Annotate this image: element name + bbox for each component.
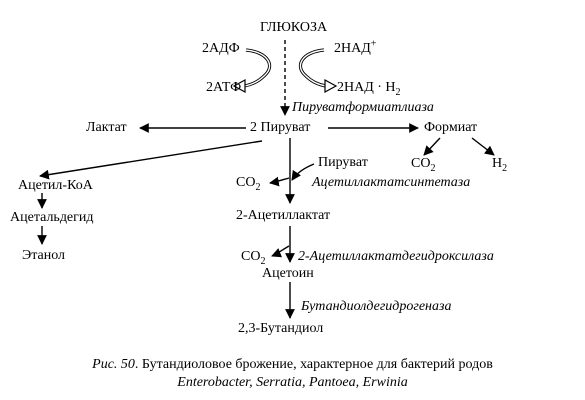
node-formate: Формиат bbox=[424, 120, 478, 135]
arrow-side-pyruvate-join bbox=[291, 163, 315, 181]
arrow-formate-to-h2 bbox=[471, 137, 495, 156]
arrow-pyruvate-to-acetyl-coa bbox=[39, 140, 263, 180]
arrow-nad-to-nadh bbox=[299, 48, 327, 88]
figure-title: . Бутандиоловое брожение, характерное дл… bbox=[134, 357, 493, 372]
node-butanediol: 2,3-Бутандиол bbox=[238, 321, 324, 336]
node-acetaldehyde: Ацетальдегид bbox=[10, 210, 94, 225]
node-nad-plus: 2НАД+ bbox=[334, 38, 377, 56]
node-ethanol: Этанол bbox=[22, 248, 66, 263]
node-glucose: ГЛЮКОЗА bbox=[260, 20, 328, 35]
arrow-adp-to-atp bbox=[243, 48, 271, 88]
figure-caption: Рис. 50. Бутандиоловое брожение, характе… bbox=[0, 356, 585, 374]
node-co2-acetoin: CO2 bbox=[241, 249, 266, 267]
node-co2-acetolactate: CO2 bbox=[236, 175, 261, 193]
node-acetyl-coa: Ацетил-КоА bbox=[18, 178, 93, 193]
node-nadh: 2НАД · Н2 bbox=[337, 80, 401, 98]
node-adp: 2АДФ bbox=[202, 41, 240, 56]
figure-genera: Enterobacter, Serratia, Pantoea, Erwinia bbox=[177, 375, 408, 390]
arrow-formate-to-co2 bbox=[423, 137, 441, 156]
node-acetolactate: 2-Ацетиллактат bbox=[236, 208, 331, 223]
figure-label: Рис. 50 bbox=[92, 357, 135, 372]
node-co2-formate: CO2 bbox=[411, 156, 436, 174]
arrow-co2-release-2 bbox=[271, 245, 290, 258]
enzyme-acetolactate-decarboxylase: 2-Ацетиллактатдегидроксилаза bbox=[298, 249, 494, 264]
node-atp: 2АТФ bbox=[206, 80, 242, 95]
node-lactate: Лактат bbox=[86, 120, 127, 135]
arrow-co2-release-1 bbox=[269, 176, 290, 187]
node-pyruvate-side: Пируват bbox=[318, 155, 368, 170]
node-acetoin: Ацетоин bbox=[262, 266, 314, 281]
enzyme-acetolactate-synthase: Ацетиллактатсинтетаза bbox=[312, 175, 471, 190]
enzyme-butanediol-dehydrogenase: Бутандиолдегидрогеназа bbox=[301, 299, 452, 314]
node-h2: H2 bbox=[492, 156, 508, 174]
enzyme-pyruvate-formate-lyase: Пируватформиатлиаза bbox=[292, 100, 434, 115]
node-pyruvate-2: 2 Пируват bbox=[250, 120, 311, 135]
